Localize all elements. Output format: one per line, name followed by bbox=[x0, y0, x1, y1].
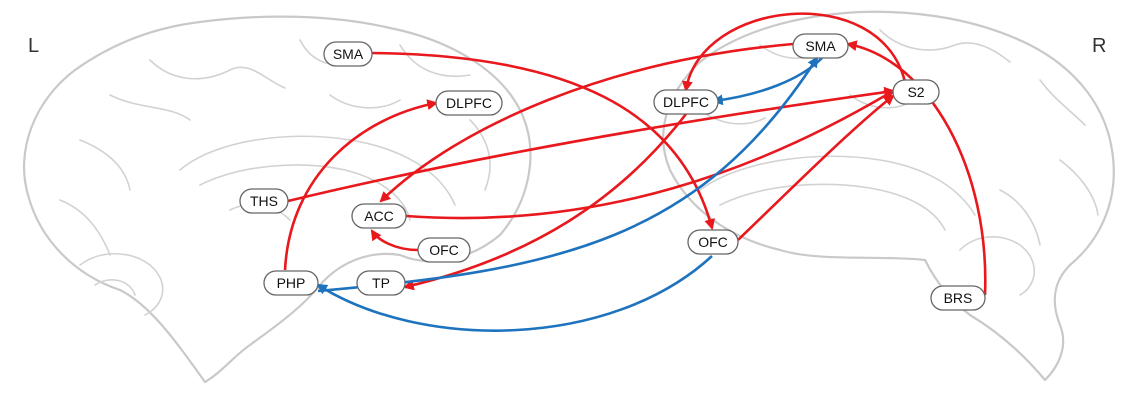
connections bbox=[283, 12, 987, 332]
node-l-php: PHP bbox=[263, 270, 319, 296]
node-label: S2 bbox=[907, 84, 924, 100]
node-label: BRS bbox=[944, 290, 973, 306]
edge-r-ofc-to-r-s2 bbox=[737, 94, 895, 241]
node-l-tp: TP bbox=[356, 270, 406, 296]
node-l-sma: SMA bbox=[323, 41, 373, 67]
edge-r-sma-to-r-dlpfc bbox=[711, 57, 823, 106]
left-hemisphere-label: L bbox=[28, 35, 39, 57]
edge-r-s2-to-r-dlpfc bbox=[681, 12, 907, 93]
right-brain-drawing bbox=[662, 10, 1115, 382]
node-label: ACC bbox=[364, 208, 394, 224]
node-label: OFC bbox=[429, 242, 459, 258]
node-label: TP bbox=[372, 275, 390, 291]
edge-r-ofc-to-l-php bbox=[316, 255, 713, 332]
node-label: DLPFC bbox=[663, 94, 709, 110]
node-r-sma: SMA bbox=[792, 33, 849, 59]
node-r-dlpfc: DLPFC bbox=[653, 89, 719, 115]
edge-r-dlpfc-to-l-tp bbox=[402, 113, 688, 291]
node-r-s2: S2 bbox=[892, 79, 940, 105]
node-l-ths: THS bbox=[239, 188, 289, 214]
node-r-ofc: OFC bbox=[687, 229, 739, 255]
edge-r-sma-to-l-acc bbox=[379, 42, 794, 203]
edge-l-php-to-l-dlpfc bbox=[283, 99, 439, 271]
edge-l-ofc-to-l-acc bbox=[370, 229, 419, 252]
edge-l-ths-to-r-s2 bbox=[287, 86, 896, 203]
node-l-dlpfc: DLPFC bbox=[435, 90, 503, 116]
node-r-brs: BRS bbox=[930, 285, 986, 311]
node-l-ofc: OFC bbox=[417, 237, 471, 263]
node-label: OFC bbox=[698, 234, 728, 250]
edge-l-acc-to-r-s2 bbox=[405, 89, 895, 220]
node-label: PHP bbox=[277, 275, 306, 291]
node-label: DLPFC bbox=[446, 95, 492, 111]
edge-l-php-to-r-sma bbox=[317, 56, 819, 293]
right-hemisphere-label: R bbox=[1092, 35, 1106, 57]
edge-r-brs-to-r-sma bbox=[845, 40, 987, 296]
node-l-acc: ACC bbox=[351, 203, 407, 229]
node-label: THS bbox=[250, 193, 278, 209]
region-nodes: SMA DLPFC THS ACC OFC PHP TP SMA bbox=[239, 33, 986, 311]
edge-l-sma-to-r-ofc bbox=[371, 51, 715, 231]
node-label: SMA bbox=[805, 38, 836, 54]
left-brain-drawing bbox=[23, 15, 532, 384]
node-label: SMA bbox=[333, 46, 364, 62]
